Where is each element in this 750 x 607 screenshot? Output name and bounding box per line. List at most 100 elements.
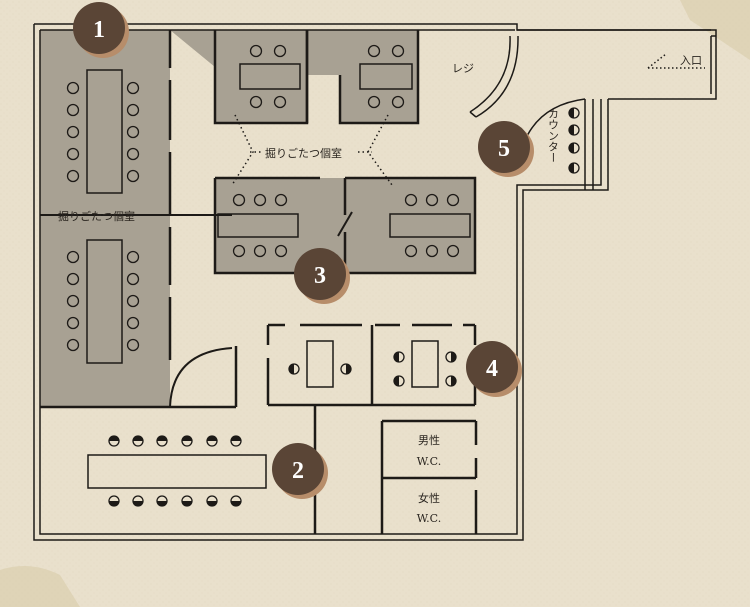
seat-back (451, 376, 456, 386)
private-room-label-top: 掘りごたつ個室 (265, 146, 342, 160)
private-room-label-left: 掘りごたつ個室 (58, 209, 135, 223)
seat (391, 44, 405, 58)
mens-restroom-wc: W.C. (417, 455, 441, 468)
paper-stain-bottom-left (0, 566, 80, 607)
seat (367, 95, 381, 109)
seat (126, 103, 140, 117)
seat (232, 193, 246, 207)
seat (404, 244, 418, 258)
marker-2: 2 (272, 443, 328, 499)
table (87, 454, 267, 489)
seat-back (394, 376, 399, 386)
seat-back (207, 501, 217, 506)
seat (126, 147, 140, 161)
seat-back (289, 364, 294, 374)
seat (126, 272, 140, 286)
seat (391, 95, 405, 109)
seat (66, 81, 80, 95)
seat-back (182, 501, 192, 506)
table (359, 63, 413, 90)
seat-back (231, 436, 241, 441)
seat-back (182, 436, 192, 441)
seat-back (157, 436, 167, 441)
seat (367, 44, 381, 58)
seat-back (569, 163, 574, 173)
marker-1-number: 1 (93, 17, 105, 43)
seat-back (157, 501, 167, 506)
seat (253, 193, 267, 207)
seat-back (451, 352, 456, 362)
seat-back (231, 501, 241, 506)
womens-restroom-wc: W.C. (417, 512, 441, 525)
table (306, 340, 334, 388)
entrance-arrow (647, 53, 705, 69)
seat (273, 95, 287, 109)
seat-back (133, 501, 143, 506)
seat (249, 44, 263, 58)
marker-2-number: 2 (292, 458, 304, 484)
seat (66, 147, 80, 161)
marker-4: 4 (466, 341, 522, 397)
table (389, 213, 471, 238)
table (86, 239, 123, 364)
seat-back (346, 364, 351, 374)
entrance-label: 入口 (680, 54, 702, 67)
seat (66, 125, 80, 139)
seat-back (394, 352, 399, 362)
marker-4-number: 4 (486, 356, 498, 382)
seat-back (207, 436, 217, 441)
seat (232, 244, 246, 258)
seat (249, 95, 263, 109)
seat (126, 338, 140, 352)
seat (274, 244, 288, 258)
seat (66, 272, 80, 286)
register-counter (469, 35, 519, 118)
room-1-floor (40, 30, 170, 407)
seat-back (569, 108, 574, 118)
seats (66, 44, 580, 507)
seat (126, 169, 140, 183)
seat (66, 103, 80, 117)
table (239, 63, 301, 90)
marker-3: 3 (294, 248, 350, 304)
seat (446, 193, 460, 207)
mens-restroom-label: 男性 (418, 433, 440, 447)
womens-restroom-label: 女性 (418, 491, 440, 505)
seat (126, 125, 140, 139)
room-1-walls (40, 30, 238, 409)
room-2-walls (213, 30, 420, 125)
seat (404, 193, 418, 207)
seat (446, 244, 460, 258)
seat (274, 193, 288, 207)
seat (66, 294, 80, 308)
table (411, 340, 439, 388)
seat (126, 316, 140, 330)
marker-5-number: 5 (498, 136, 510, 162)
marker-1: 1 (73, 2, 129, 58)
room-3-walls (213, 176, 477, 275)
seat (253, 244, 267, 258)
register-label: レジ (452, 62, 474, 75)
table (86, 69, 123, 194)
room-3b-floor (345, 178, 475, 273)
table (217, 213, 299, 238)
seat (126, 250, 140, 264)
seat-back (133, 436, 143, 441)
seat (126, 294, 140, 308)
seat (126, 81, 140, 95)
seat-back (569, 143, 574, 153)
seat (273, 44, 287, 58)
seat (66, 316, 80, 330)
room-label-guides (231, 114, 393, 186)
seat (66, 250, 80, 264)
seat (66, 169, 80, 183)
restroom-walls (380, 419, 478, 534)
seat (66, 338, 80, 352)
seat-back (569, 125, 574, 135)
counter-label: カウンター (547, 108, 560, 163)
marker-3-number: 3 (314, 263, 326, 289)
seat-back (109, 436, 119, 441)
room-2a-box (215, 30, 307, 123)
seat-back (109, 501, 119, 506)
